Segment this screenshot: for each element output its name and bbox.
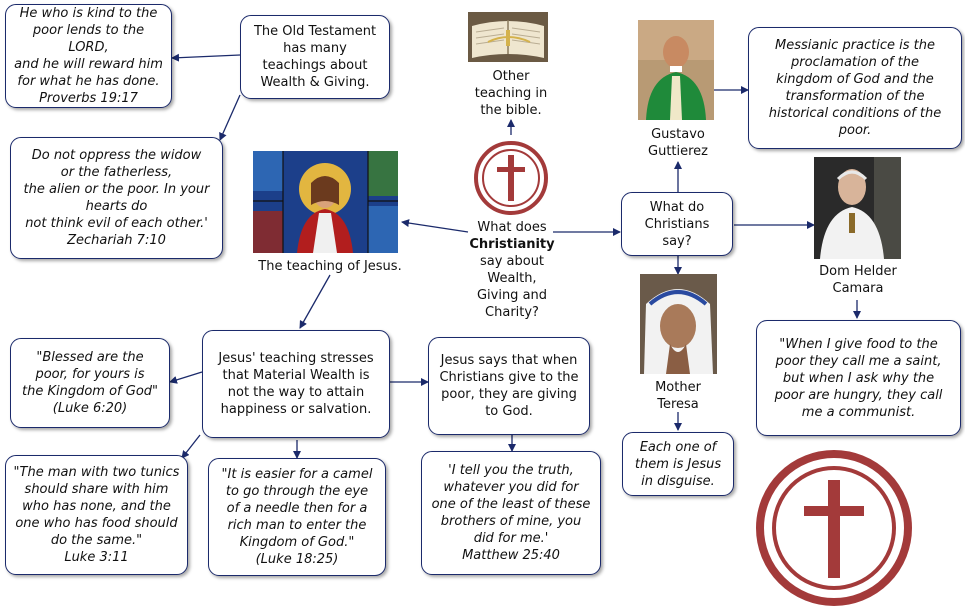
central-question: What does Christianity say about Wealth,… [462,219,562,321]
box-old-testament: The Old Testament has many teachings abo… [240,15,390,99]
old-testament-text: The Old Testament has many teachings abo… [253,24,377,90]
blessed-quote: "Blessed are the poor, for yours is the … [21,350,159,416]
box-two-tunics: "The man with two tunics should share wi… [5,455,188,575]
label-camara: Dom Helder Camara [819,264,897,296]
box-each-one: Each one of them is Jesus in disguise. [622,432,734,496]
jesus-stained-glass-icon [253,151,398,253]
arrow-center-to-jesus [401,219,469,233]
label-teaching-of-jesus: The teaching of Jesus. [258,259,402,274]
box-messianic: Messianic practice is the proclamation o… [748,27,962,149]
matthew-quote: 'I tell you the truth, whatever you did … [431,463,591,563]
box-proverbs: He who is kind to the poor lends to the … [5,4,172,108]
cross-emblem-large-icon [756,450,912,606]
camel-quote: "It is easier for a camel to go through … [221,467,373,567]
label-other-teaching: Other teaching in the bible. [474,69,548,118]
central-question-line3: say about Wealth, Giving and Charity? [476,254,548,320]
arrow-ot-to-proverbs [171,53,241,62]
jesus-stresses-text: Jesus' teaching stresses that Material W… [218,351,374,417]
arrow-jesus-to-stresses [299,274,331,329]
christians-say-text: What do Christians say? [644,199,710,249]
box-camara-quote: "When I give food to the poor they call … [756,320,961,436]
box-jesus-stresses: Jesus' teaching stresses that Material W… [202,330,390,438]
bible-icon [468,12,548,62]
proverbs-quote: He who is kind to the poor lends to the … [14,6,163,106]
central-question-keyword: Christianity [469,237,555,252]
label-teresa: Mother Teresa [655,380,701,412]
central-question-line1: What does [477,220,547,235]
arrow-stresses-to-blessed [169,371,203,384]
box-zechariah: Do not oppress the widow or the fatherle… [10,137,223,259]
box-camel: "It is easier for a camel to go through … [208,458,386,576]
label-gutierrez: Gustavo Guttierez [648,127,708,159]
messianic-quote: Messianic practice is the proclamation o… [768,38,942,138]
gutierrez-photo-icon [638,20,714,120]
box-give-to-poor: Jesus says that when Christians give to … [428,337,590,435]
camara-photo-icon [814,157,901,259]
each-one-quote: Each one of them is Jesus in disguise. [634,439,722,489]
give-to-poor-text: Jesus says that when Christians give to … [439,353,579,419]
arrow-stresses-to-tunics [181,434,201,459]
two-tunics-quote: "The man with two tunics should share wi… [13,465,180,565]
cross-emblem-icon [474,141,548,215]
camara-quote: "When I give food to the poor they call … [774,336,943,420]
box-christians-say: What do Christians say? [621,192,733,256]
box-blessed: "Blessed are the poor, for yours is the … [10,338,170,428]
teresa-photo-icon [640,274,717,374]
zechariah-quote: Do not oppress the widow or the fatherle… [23,148,210,248]
box-matthew: 'I tell you the truth, whatever you did … [421,451,601,575]
arrow-ot-to-zechariah [219,94,241,141]
